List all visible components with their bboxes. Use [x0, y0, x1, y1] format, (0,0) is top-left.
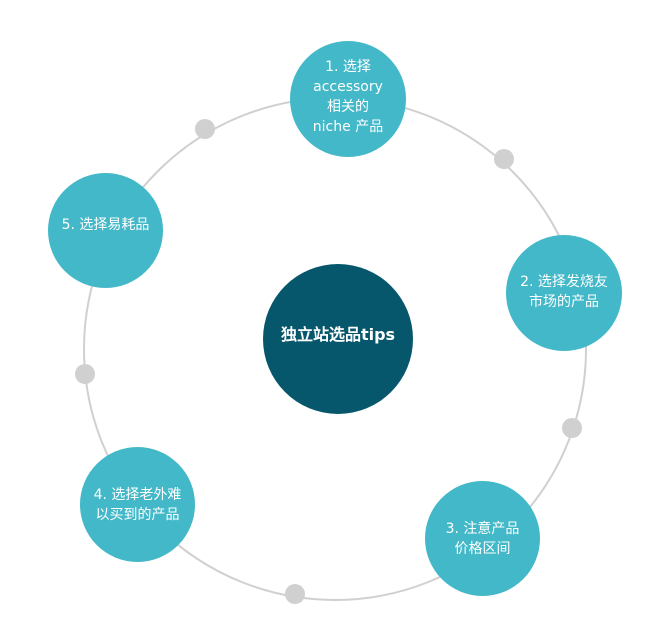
step-node-3: 3. 注意产品价格区间 — [425, 481, 540, 596]
step-label: 4. 选择老外难以买到的产品 — [93, 486, 182, 523]
step-node-1: 1. 选择 accessory 相关的 niche 产品 — [290, 41, 406, 157]
connector-dot — [562, 418, 582, 438]
step-node-5: 5. 选择易耗品 — [48, 173, 163, 288]
connector-dot — [75, 364, 95, 384]
center-label: 独立站选品tips — [280, 325, 396, 344]
connector-dot — [285, 584, 305, 604]
step-node-2: 2. 选择发烧友市场的产品 — [506, 235, 622, 351]
step-node-4: 4. 选择老外难以买到的产品 — [80, 447, 195, 562]
connector-dot — [195, 119, 215, 139]
step-label: 5. 选择易耗品 — [61, 216, 150, 233]
connector-dot — [494, 149, 514, 169]
step-label: 2. 选择发烧友市场的产品 — [520, 274, 608, 310]
center-topic: 独立站选品tips — [263, 264, 413, 414]
step-label: 1. 选择 accessory 相关的 niche 产品 — [312, 59, 384, 135]
step-label: 3. 注意产品价格区间 — [445, 520, 520, 557]
